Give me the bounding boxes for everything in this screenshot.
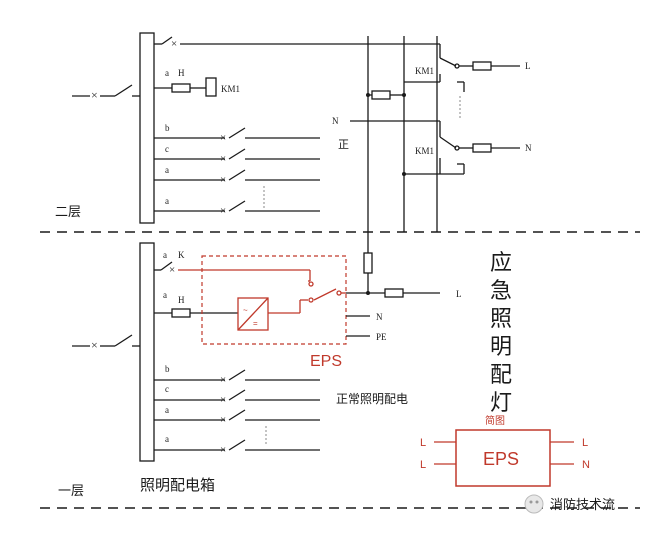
km1-top-contactor: KM1 L xyxy=(404,57,531,118)
lower-panel: × a K × a H ~ = EPS xyxy=(72,242,462,494)
km1-coil xyxy=(205,77,217,97)
emergency-title: 应 急 照 明 配 灯 xyxy=(490,251,512,416)
svg-text:L: L xyxy=(525,61,531,71)
floor-label-upper: 二层 xyxy=(55,205,81,220)
circuit-label: b xyxy=(165,364,170,374)
svg-text:灯: 灯 xyxy=(490,391,512,416)
svg-text:×: × xyxy=(220,205,226,217)
circuit-label: a xyxy=(165,434,169,444)
svg-text:N: N xyxy=(525,143,532,153)
svg-text:×: × xyxy=(220,132,226,144)
svg-text:L: L xyxy=(420,459,426,471)
circuit-label: a xyxy=(163,250,167,260)
eps-switch xyxy=(313,288,337,301)
svg-text:N: N xyxy=(582,459,590,471)
svg-text:明: 明 xyxy=(490,335,512,360)
pe-label: PE xyxy=(376,332,387,342)
svg-text:×: × xyxy=(220,394,226,406)
circuit-label: a xyxy=(165,196,169,206)
svg-text:×: × xyxy=(220,174,226,186)
eps-inverter xyxy=(237,297,269,331)
svg-text:=: = xyxy=(253,319,258,328)
fuse xyxy=(171,83,191,93)
circuit-label: a xyxy=(165,405,169,415)
circuit-label: a xyxy=(165,68,169,78)
fuse xyxy=(371,90,391,100)
circuit-label: c xyxy=(165,384,169,394)
svg-text:×: × xyxy=(171,38,177,50)
n-label: N xyxy=(376,312,383,322)
circuit-label: H xyxy=(178,295,185,305)
svg-text:×: × xyxy=(220,153,226,165)
normal-lighting-label: 正常照明配电 xyxy=(336,392,408,406)
eps-label: EPS xyxy=(310,353,342,370)
breaker-x: × xyxy=(91,88,98,102)
coil-label: KM1 xyxy=(221,84,240,94)
n-label: N xyxy=(332,116,339,126)
circuit-label: a xyxy=(165,165,169,175)
circuit-label: a xyxy=(163,290,167,300)
upper-busbar xyxy=(139,32,155,224)
svg-text:×: × xyxy=(169,264,175,276)
svg-text:×: × xyxy=(220,444,226,456)
eps-boundary xyxy=(201,255,347,345)
svg-text:照: 照 xyxy=(490,307,512,332)
svg-text:×: × xyxy=(220,374,226,386)
schematic-title: 简图 xyxy=(485,414,505,427)
l-label: L xyxy=(456,289,462,299)
panel-name: 照明配电箱 xyxy=(140,476,215,494)
svg-text:×: × xyxy=(91,338,98,352)
svg-text:急: 急 xyxy=(490,279,512,304)
lower-busbar xyxy=(139,242,155,462)
normal-label: 正 xyxy=(338,138,349,151)
svg-text:配: 配 xyxy=(490,363,512,388)
circuit-label: b xyxy=(165,123,170,133)
floor-label-lower: 一层 xyxy=(58,484,84,499)
svg-text:L: L xyxy=(582,437,588,449)
svg-text:KM1: KM1 xyxy=(415,66,434,76)
svg-text:KM1: KM1 xyxy=(415,146,434,156)
eps-schematic: 简图 EPS L L L N xyxy=(420,414,590,487)
km1-bottom-contactor: KM1 N xyxy=(402,136,532,176)
svg-text:应: 应 xyxy=(490,251,512,276)
svg-text:×: × xyxy=(220,414,226,426)
schematic-box-label: EPS xyxy=(483,449,519,469)
wechat-icon xyxy=(524,494,544,514)
watermark: 消防技术流 xyxy=(524,494,615,514)
circuit-label: K xyxy=(178,250,185,260)
svg-text:L: L xyxy=(420,437,426,449)
svg-text:~: ~ xyxy=(243,306,248,315)
watermark-text: 消防技术流 xyxy=(550,497,615,513)
schematic-box xyxy=(455,429,551,487)
upper-panel: × × a H KM1 b × c × a × a xyxy=(72,32,441,224)
circuit-label: H xyxy=(178,68,185,78)
circuit-label: c xyxy=(165,144,169,154)
